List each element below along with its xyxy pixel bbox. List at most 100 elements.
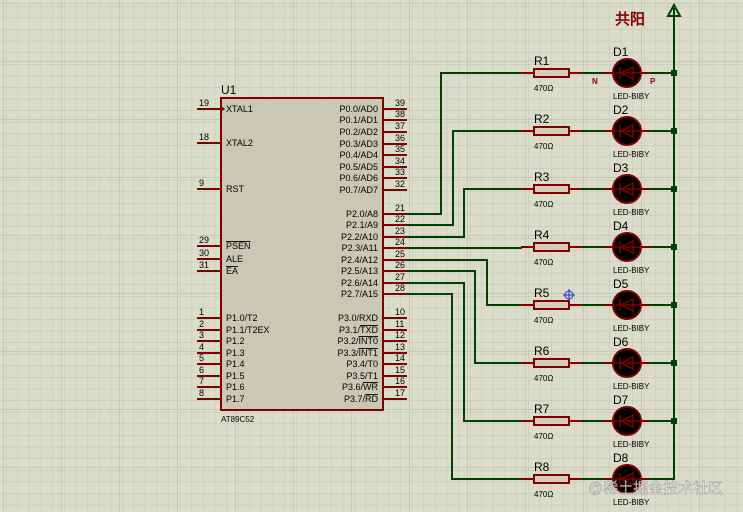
resistor[interactable] [533, 416, 570, 426]
pin-name: P2.1/A9 [346, 220, 378, 230]
pin-name-text: P2.3/A11 [342, 243, 378, 253]
power-terminal-arrow-icon[interactable] [666, 2, 682, 17]
resistor[interactable] [533, 358, 570, 368]
pin-name-text: P1.2 [226, 336, 245, 346]
pin-name: P1.0/T2 [226, 313, 258, 323]
pin-name-text: P1.1/T2EX [226, 325, 270, 335]
resistor[interactable] [533, 242, 570, 252]
pin[interactable]: 3P1.2 [197, 330, 245, 346]
chip-body[interactable] [220, 97, 384, 411]
pin-number: 14 [395, 353, 405, 363]
led-part: LED-BIBY [613, 382, 650, 391]
vcc-bus: 共阳 [615, 2, 682, 480]
led-ref: D7 [613, 393, 629, 407]
pin-name-text: P1.0/T2 [226, 313, 258, 323]
resistor[interactable] [533, 184, 570, 194]
pin[interactable]: 6P1.5 [197, 365, 245, 381]
pin-name-text: P3.4/T0 [346, 359, 378, 369]
led[interactable] [612, 464, 642, 494]
pin-number: 2 [199, 319, 204, 329]
resistor[interactable] [533, 126, 570, 136]
pin-name-text: RST [226, 184, 245, 194]
pin[interactable]: 5P1.4 [197, 353, 245, 369]
pin-name-text: XTAL1 [226, 104, 253, 114]
resistor-ref: R1 [534, 54, 550, 68]
pin[interactable]: 1P1.0/T2 [197, 307, 258, 323]
pin-name: P3.7/RD [344, 394, 379, 404]
pin-number: 38 [395, 109, 405, 119]
led-part: LED-BIBY [613, 208, 650, 217]
pin-name-text: P3.6/ [342, 382, 364, 392]
wire [407, 130, 521, 226]
pin[interactable]: 4P1.3 [197, 342, 245, 358]
pin[interactable]: 7P1.6 [197, 376, 245, 392]
pin[interactable]: 8P1.7 [197, 388, 245, 404]
pin-name: P2.6/A14 [341, 278, 378, 288]
pin-name-text: P1.4 [226, 359, 245, 369]
pin-name-text: XTAL2 [226, 138, 253, 148]
led-ref: D6 [613, 335, 629, 349]
pin-number: 12 [395, 330, 405, 340]
pin-name-text: P2.2/A10 [341, 232, 378, 242]
anode-label: P [650, 77, 656, 86]
pin-name: P1.4 [226, 359, 245, 369]
led[interactable] [612, 348, 642, 378]
pin-name: EA [226, 266, 238, 276]
resistor[interactable] [533, 474, 570, 484]
pin-number: 35 [395, 144, 405, 154]
cursor-crosshair-icon [563, 289, 575, 301]
led[interactable] [612, 116, 642, 146]
pin-name: P3.0/RXD [338, 313, 379, 323]
pin-name: P3.1/TXD [339, 325, 379, 335]
pin[interactable]: 2P1.1/T2EX [197, 319, 270, 335]
led[interactable] [612, 232, 642, 262]
pin-number: 26 [395, 260, 405, 270]
pin-name: P1.6 [226, 382, 245, 392]
pin-name-text: P0.7/AD7 [339, 185, 378, 195]
resistor-value: 470Ω [534, 84, 553, 93]
led[interactable] [612, 58, 642, 88]
led[interactable] [612, 290, 642, 320]
resistor[interactable] [533, 300, 570, 310]
resistor[interactable] [533, 68, 570, 78]
led[interactable] [612, 406, 642, 436]
chip-u1[interactable]: U1 AT89C52 19XTAL118XTAL29RST29PSEN30ALE… [197, 83, 407, 424]
wire [407, 282, 521, 422]
led[interactable] [612, 174, 642, 204]
